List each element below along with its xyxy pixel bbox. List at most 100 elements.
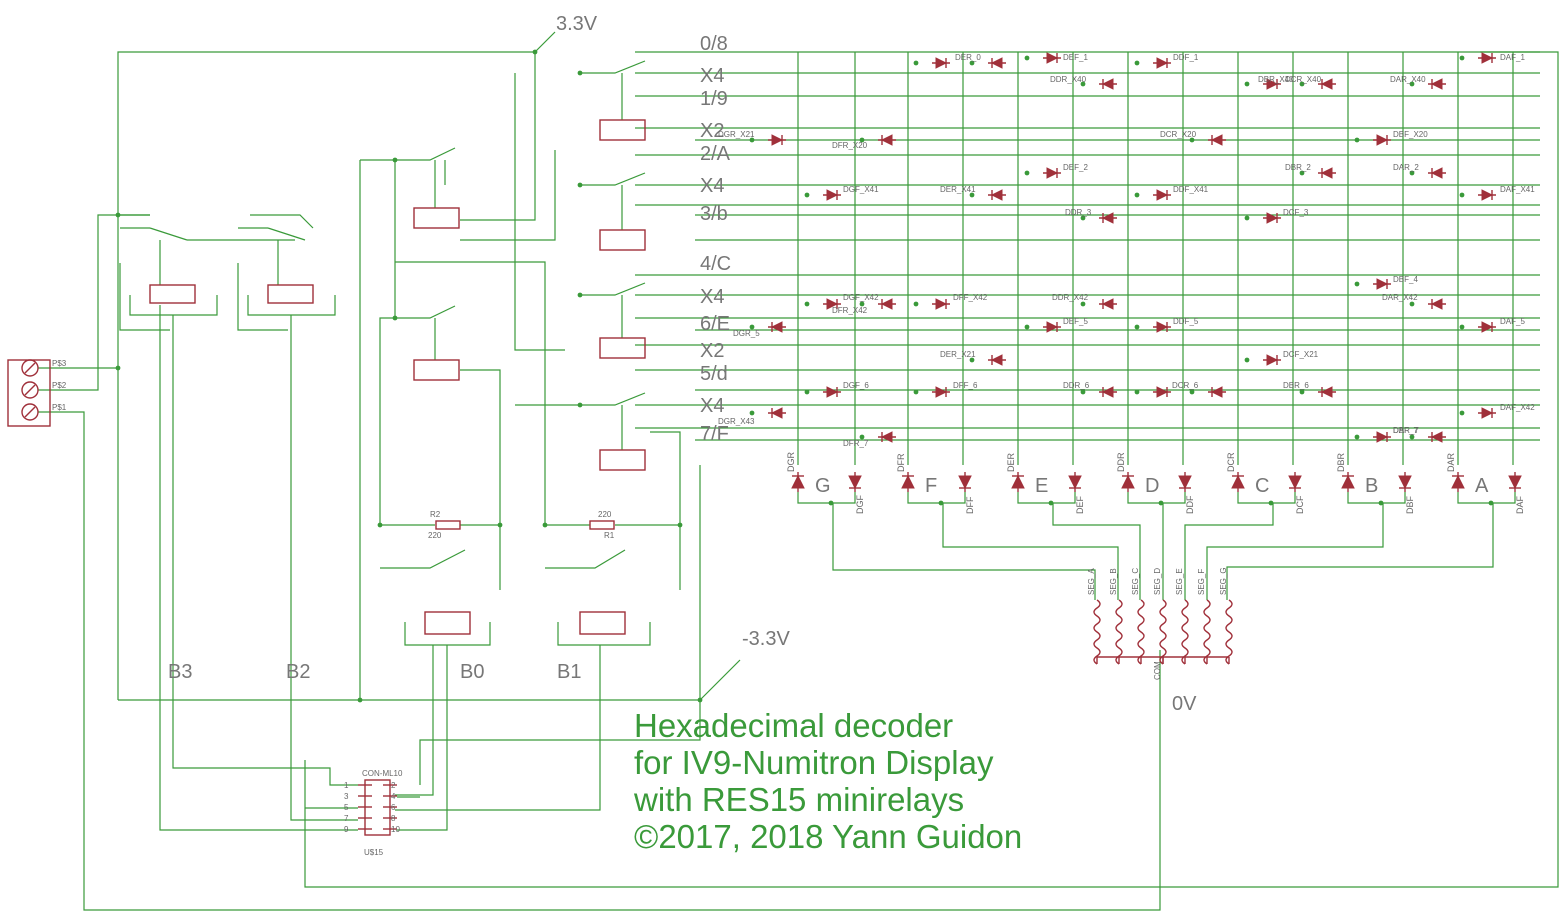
terminal-screw [21, 359, 39, 377]
connector-pin-label: 1 [344, 781, 349, 790]
wire [1127, 492, 1186, 504]
junction-dots [115, 49, 1494, 703]
diode [1318, 386, 1336, 398]
diode-label: DER_X41 [940, 185, 976, 194]
diode-label: DGF_6 [843, 381, 869, 390]
diode [878, 134, 896, 146]
row-label: X2 [700, 120, 724, 142]
diode-label: DDR_X42 [1052, 293, 1089, 302]
junction-dot [1299, 170, 1305, 176]
relay-coil [599, 449, 646, 471]
wire [557, 622, 651, 646]
junction-dot [577, 182, 583, 188]
junction-dot [577, 70, 583, 76]
diode-label: DCR_X40 [1285, 75, 1322, 84]
diode [1153, 189, 1171, 201]
resistor-value: 220 [598, 510, 612, 519]
relay-coil [267, 284, 314, 304]
relay-coil [413, 359, 460, 381]
junction-dot [115, 365, 121, 371]
junction-dot [1244, 357, 1250, 363]
diode [848, 472, 862, 492]
wire [395, 305, 456, 319]
wire [1347, 492, 1406, 504]
wire [82, 214, 150, 391]
wire [580, 282, 646, 296]
display-filament [1137, 599, 1145, 665]
junction-dot [1409, 301, 1415, 307]
wire [159, 305, 358, 831]
wire [580, 172, 646, 186]
diode [932, 57, 950, 69]
diode [1373, 278, 1391, 290]
segment-label: C [1255, 475, 1269, 497]
junction-dot [532, 49, 538, 55]
diode-label: DFR_X42 [832, 306, 868, 315]
diode [1043, 321, 1061, 333]
segment-diode-label: DDF [1185, 495, 1195, 514]
terminal-screw [21, 381, 39, 399]
wire [1184, 503, 1274, 600]
wire [1457, 492, 1516, 504]
wire [1206, 503, 1384, 600]
diode-label: DCR_6 [1172, 381, 1199, 390]
diode [932, 386, 950, 398]
wire [580, 60, 646, 74]
wire [615, 431, 681, 526]
relay-coil [599, 229, 646, 251]
wire [395, 261, 546, 525]
diode [1263, 354, 1281, 366]
terminal-screw-slot [24, 384, 36, 396]
segment-diode-label: DAF [1515, 495, 1525, 514]
segment-label: F [925, 475, 937, 497]
title-line: for IV9-Numitron Display [634, 744, 994, 781]
connector-pin-label: 10 [391, 825, 400, 834]
diode-label: DGR_X43 [718, 417, 755, 426]
diode [1478, 407, 1496, 419]
connector-pin-label: 7 [344, 814, 349, 823]
diode [932, 298, 950, 310]
diode [1043, 52, 1061, 64]
diode-label: DEF_2 [1063, 163, 1088, 172]
terminal-screw [21, 403, 39, 421]
title-block: Hexadecimal decoder for IV9-Numitron Dis… [634, 707, 1022, 855]
junction-dot [804, 301, 810, 307]
wire [1017, 492, 1076, 504]
diode-label: DBF_X20 [1393, 130, 1428, 139]
diode-label: DAF_X42 [1500, 403, 1535, 412]
relay-coil [579, 611, 626, 635]
resistor-name: R2 [430, 510, 441, 519]
junction-dot [1080, 215, 1086, 221]
segment-diode-label: DDR [1116, 452, 1126, 472]
supply-vpos-label: 3.3V [556, 13, 598, 35]
junction-dot [377, 522, 383, 528]
diode [1068, 472, 1082, 492]
junction-dot [913, 389, 919, 395]
diode-label: DDF_5 [1173, 317, 1199, 326]
segment-diode-label: DEF [1075, 495, 1085, 514]
segment-diode-label: DCR [1226, 452, 1236, 472]
row-label: 7/F [700, 423, 729, 445]
diode [791, 472, 805, 492]
relay-coil [413, 207, 460, 229]
connector-pin-label: 6 [391, 803, 396, 812]
wire [397, 645, 448, 831]
junction-dot [1189, 389, 1195, 395]
segment-diode-label: DFR [896, 453, 906, 472]
wire [395, 645, 434, 796]
wire [460, 150, 556, 241]
wire [129, 295, 218, 316]
row-label: 3/b [700, 203, 728, 225]
diode-label: DDR_3 [1065, 208, 1092, 217]
segment-diode-label: DFF [965, 496, 975, 514]
junction-dot [859, 137, 865, 143]
wire [267, 227, 306, 241]
wire [379, 317, 435, 526]
diode-label: DDR_6 [1063, 381, 1090, 390]
display-pin-label: SEG_G [1219, 567, 1228, 595]
junction-dot [1354, 434, 1360, 440]
junction-dot [1488, 500, 1494, 506]
junction-dot [913, 301, 919, 307]
diode [1373, 431, 1391, 443]
diode [1428, 78, 1446, 90]
